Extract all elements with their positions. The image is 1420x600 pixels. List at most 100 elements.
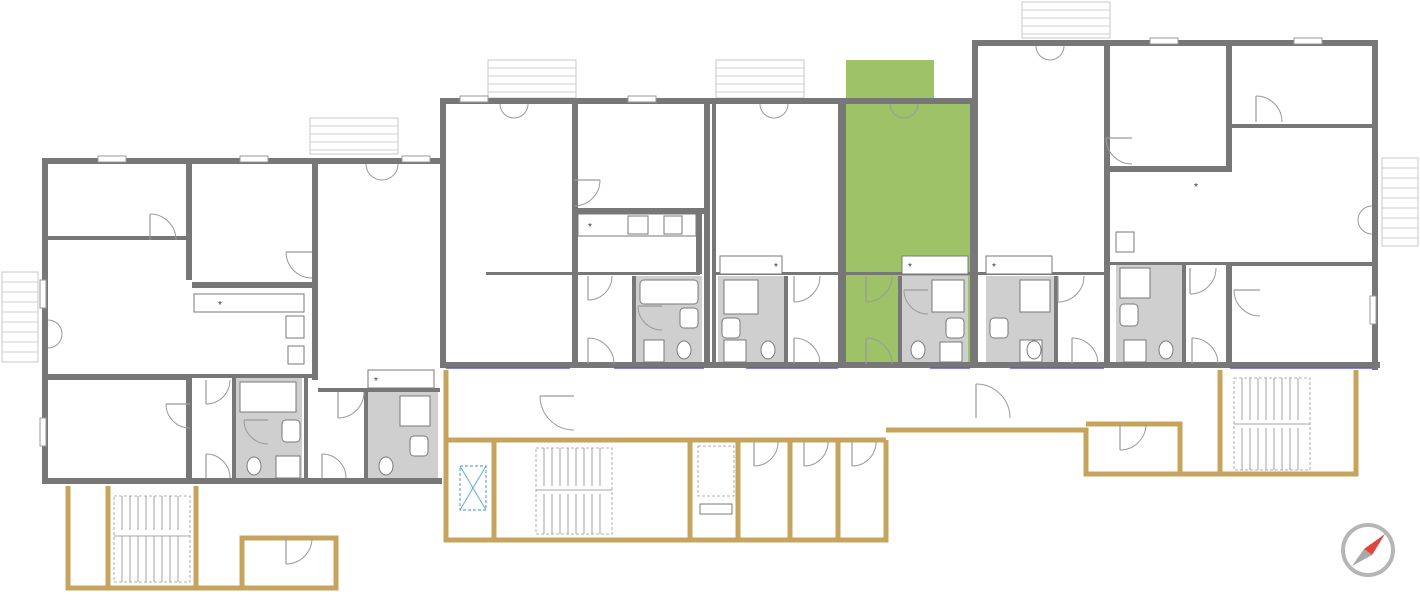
toilet-2 bbox=[378, 456, 394, 476]
washbasin-5 bbox=[945, 317, 965, 339]
washbasin-7 bbox=[1119, 303, 1139, 327]
stair-east bbox=[1233, 377, 1311, 471]
door-corridor-1 bbox=[539, 395, 575, 431]
interior-walls bbox=[48, 46, 1372, 482]
door-balcony-6 bbox=[1357, 205, 1373, 235]
circulation-core bbox=[65, 370, 1359, 591]
toilet-5 bbox=[910, 340, 926, 360]
toilet-6 bbox=[1026, 340, 1042, 360]
washbasin-1 bbox=[281, 419, 301, 443]
door-mid-4 bbox=[637, 305, 663, 331]
door-mid-1 bbox=[573, 179, 601, 207]
shower-12 bbox=[1123, 339, 1147, 363]
door-balcony-4 bbox=[889, 103, 919, 119]
door-west-2 bbox=[285, 251, 313, 279]
stairs bbox=[113, 377, 1311, 583]
storage-bench bbox=[699, 503, 733, 515]
washbasin-2 bbox=[409, 435, 429, 457]
door-storage-3 bbox=[851, 441, 877, 467]
washbasin-4 bbox=[721, 317, 741, 339]
shower-8 bbox=[643, 339, 665, 363]
shower-3 bbox=[723, 279, 759, 315]
washbasin-3 bbox=[679, 307, 699, 329]
bathtub-mid-1 bbox=[639, 279, 699, 305]
hob-mark: * bbox=[774, 262, 778, 273]
shower-1 bbox=[239, 381, 297, 413]
toilet-3 bbox=[676, 340, 692, 360]
door-west-6 bbox=[321, 453, 347, 479]
door-east-5 bbox=[1233, 289, 1261, 317]
door-storage-1 bbox=[753, 441, 779, 467]
toilet-1 bbox=[246, 456, 262, 476]
balcony-east bbox=[1381, 157, 1419, 247]
door-east-6 bbox=[1191, 337, 1219, 365]
sink-east-1 bbox=[1115, 231, 1135, 253]
hob-mark: * bbox=[218, 300, 222, 311]
door-east-3 bbox=[1105, 137, 1133, 165]
shower-9 bbox=[723, 339, 747, 363]
kitchen-counter-east-1 bbox=[985, 255, 1053, 275]
shaft-box bbox=[697, 445, 735, 497]
sink-mid-1 bbox=[663, 215, 683, 235]
kitchen-counter-west bbox=[193, 293, 305, 313]
balcony-north-1 bbox=[309, 117, 399, 155]
washbasin-6 bbox=[989, 317, 1009, 339]
sink-west bbox=[287, 345, 305, 365]
stair-center bbox=[535, 447, 613, 535]
shower-7 bbox=[275, 455, 301, 479]
kitchen-counter-mid-2 bbox=[719, 255, 783, 275]
door-west-4 bbox=[205, 379, 231, 405]
lift-shaft bbox=[459, 465, 487, 511]
toilet-7 bbox=[1158, 340, 1174, 360]
shower-5 bbox=[1019, 279, 1051, 313]
hob-west bbox=[285, 315, 305, 339]
door-corridor-2 bbox=[975, 383, 1011, 419]
door-mid-8 bbox=[865, 337, 893, 365]
door-balcony-5 bbox=[1035, 45, 1065, 61]
hob-mark: * bbox=[588, 222, 592, 233]
door-corridor-3 bbox=[1119, 423, 1147, 451]
door-west-8 bbox=[243, 419, 269, 445]
hob-mark: * bbox=[1194, 182, 1198, 193]
kitchen-counter-west-2 bbox=[367, 369, 435, 389]
door-storage-2 bbox=[803, 441, 829, 467]
door-west-1 bbox=[149, 213, 177, 241]
toilet-4 bbox=[760, 340, 776, 360]
door-west-5 bbox=[205, 453, 231, 479]
shower-10 bbox=[939, 341, 963, 363]
kitchen-counter-mid-3 bbox=[901, 255, 969, 275]
door-core-1 bbox=[285, 537, 313, 565]
door-east-1 bbox=[1057, 275, 1085, 303]
shower-2 bbox=[399, 395, 431, 427]
hob-mark: * bbox=[908, 262, 912, 273]
doors bbox=[47, 45, 1373, 565]
hob-mid-1 bbox=[627, 215, 649, 235]
door-balcony-2 bbox=[499, 103, 529, 119]
shower-4 bbox=[931, 279, 965, 313]
door-west-3 bbox=[165, 403, 191, 429]
door-east-7 bbox=[1189, 267, 1217, 295]
windows bbox=[39, 37, 1377, 447]
door-balcony-1 bbox=[365, 163, 399, 181]
door-balcony-7 bbox=[47, 319, 63, 349]
balconies bbox=[1, 1, 1419, 363]
door-mid-7 bbox=[865, 275, 893, 303]
balcony-north-5 bbox=[1021, 1, 1111, 39]
door-mid-3 bbox=[587, 337, 615, 365]
stair-west bbox=[113, 495, 191, 583]
balcony-north-2 bbox=[487, 59, 577, 99]
door-mid-2 bbox=[587, 275, 613, 301]
hob-mark: * bbox=[992, 262, 996, 273]
hob-mark: * bbox=[374, 376, 378, 387]
door-east-2 bbox=[1071, 337, 1099, 365]
door-west-7 bbox=[337, 391, 365, 419]
balcony-north-3 bbox=[715, 59, 805, 99]
door-east-4 bbox=[1255, 95, 1283, 123]
fixtures: * * * * * * * bbox=[193, 182, 1198, 515]
shower-6 bbox=[1119, 267, 1151, 299]
door-mid-6 bbox=[793, 337, 821, 365]
balcony-west bbox=[1, 271, 39, 363]
balcony-north-4-highlighted bbox=[846, 60, 934, 98]
door-mid-9 bbox=[903, 289, 929, 315]
